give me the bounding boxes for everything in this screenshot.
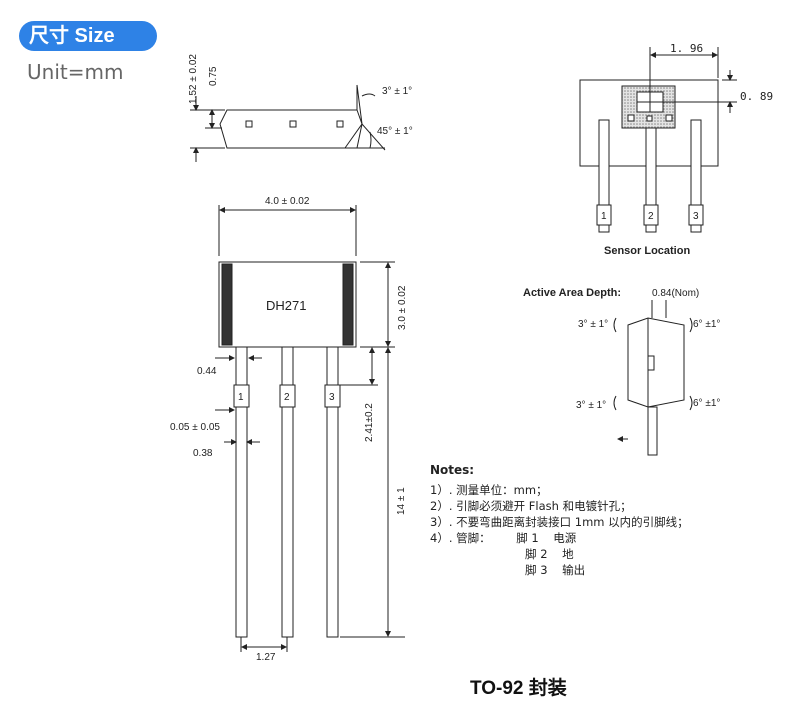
body-height-dim: 3.0 ± 0.02 bbox=[397, 285, 408, 330]
note-line: 3）. 不要弯曲距离封装接口 1mm 以内的引脚线； bbox=[430, 515, 689, 529]
angle-top-right: 6° ±1° bbox=[693, 319, 720, 330]
note-line: 脚 3 输出 bbox=[430, 563, 586, 577]
active-area-label: Active Area Depth: bbox=[523, 287, 621, 299]
part-marking: DH271 bbox=[266, 298, 306, 313]
angle-bottom-right: 6° ±1° bbox=[693, 398, 720, 409]
notes-block: Notes: 1）. 测量单位：mm； 2）. 引脚必须避开 Flash 和电镀… bbox=[430, 462, 689, 578]
note-line: 1）. 测量单位：mm； bbox=[430, 483, 548, 497]
angle-bottom-left: 3° ± 1° bbox=[576, 400, 606, 411]
side-view bbox=[190, 84, 386, 162]
front-pin-3: 3 bbox=[329, 392, 335, 403]
sensor-pin-2: 2 bbox=[648, 211, 654, 222]
side-inner-dim: 0.75 bbox=[208, 66, 219, 86]
active-area-value: 0.84(Nom) bbox=[652, 288, 699, 299]
side-height-dim: 1.52 ± 0.02 bbox=[188, 54, 199, 104]
note-line: 4）. 管脚： 脚 1 电源 bbox=[430, 531, 577, 545]
front-pin-1: 1 bbox=[238, 392, 244, 403]
front-pin-2: 2 bbox=[284, 392, 290, 403]
active-area-view bbox=[613, 300, 693, 456]
package-title: TO-92 封装 bbox=[470, 678, 567, 699]
note-line: 脚 2 地 bbox=[430, 547, 574, 561]
front-view bbox=[215, 205, 405, 652]
bend-height-dim: 2.41±0.2 bbox=[364, 403, 375, 442]
lead-tol-dim: 0.05 ± 0.05 bbox=[170, 422, 220, 433]
pitch-dim: 1.27 bbox=[256, 652, 276, 663]
angle-top-left: 3° ± 1° bbox=[578, 319, 608, 330]
lead-length-dim: 14 ± 1 bbox=[396, 487, 407, 515]
unit-label: Unit=mm bbox=[27, 60, 124, 84]
front-width-dim: 4.0 ± 0.02 bbox=[265, 196, 310, 207]
sensor-y-offset: 0. 89 bbox=[740, 90, 773, 103]
sensor-location-caption: Sensor Location bbox=[604, 245, 690, 257]
sensor-pin-1: 1 bbox=[601, 211, 607, 222]
note-line: 2）. 引脚必须避开 Flash 和电镀针孔； bbox=[430, 499, 632, 513]
sensor-x-offset: 1. 96 bbox=[670, 42, 703, 55]
sensor-location-view bbox=[579, 47, 737, 233]
side-angle-bottom: 45° ± 1° bbox=[377, 126, 413, 137]
lead-gap-dim: 0.44 bbox=[197, 366, 217, 377]
side-angle-top: 3° ± 1° bbox=[382, 86, 412, 97]
notes-title: Notes: bbox=[430, 463, 475, 477]
lead-width-dim: 0.38 bbox=[193, 448, 213, 459]
sensor-pin-3: 3 bbox=[693, 211, 699, 222]
size-badge: 尺寸 Size bbox=[19, 21, 157, 51]
